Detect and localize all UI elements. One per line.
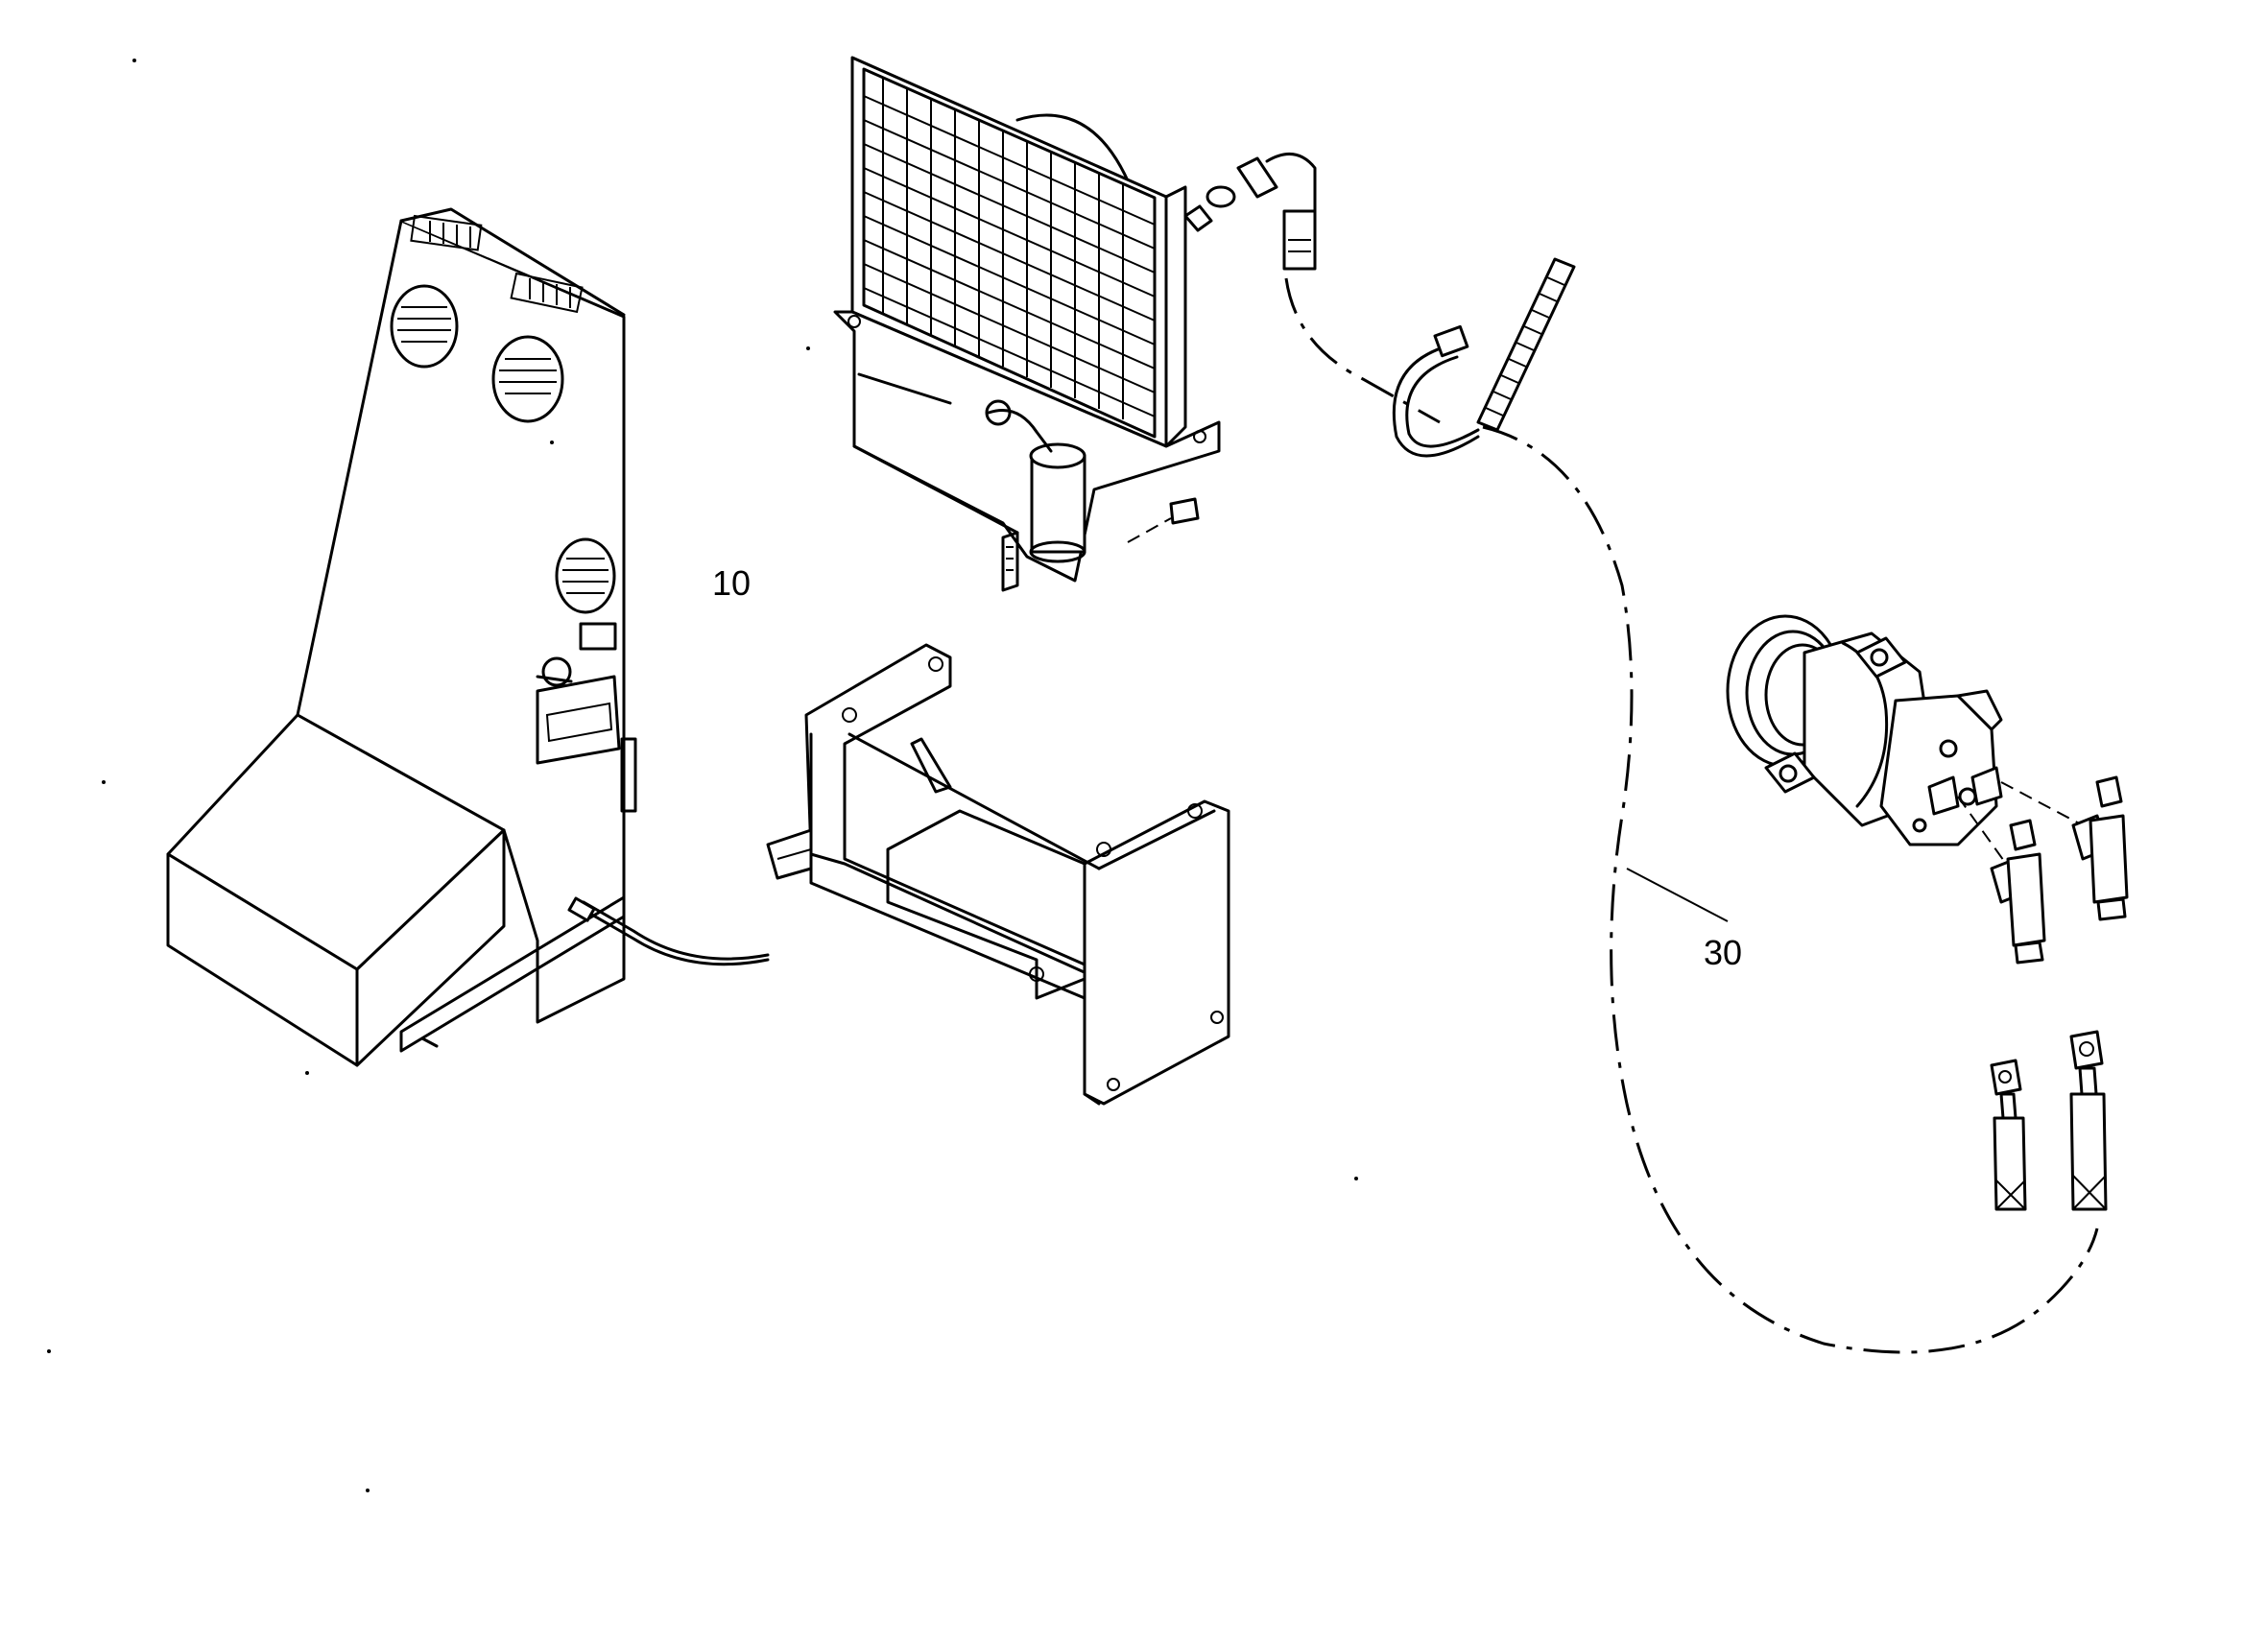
refrigerant-hose <box>1284 277 2099 1354</box>
callout-label-10: 10 <box>712 563 751 603</box>
vent-icon <box>390 284 459 369</box>
compressor <box>1726 614 2084 865</box>
mounting-bracket <box>766 643 1230 1106</box>
callout-label-30: 30 <box>1704 933 1742 972</box>
hose-fittings <box>1990 775 2129 1211</box>
vent-icon <box>555 537 616 614</box>
vent-icon <box>491 335 564 423</box>
evaporator-cabinet <box>166 207 770 1067</box>
condenser-unit <box>833 56 1317 592</box>
cable-tie <box>1392 257 1576 458</box>
scan-specks <box>47 59 1358 1492</box>
